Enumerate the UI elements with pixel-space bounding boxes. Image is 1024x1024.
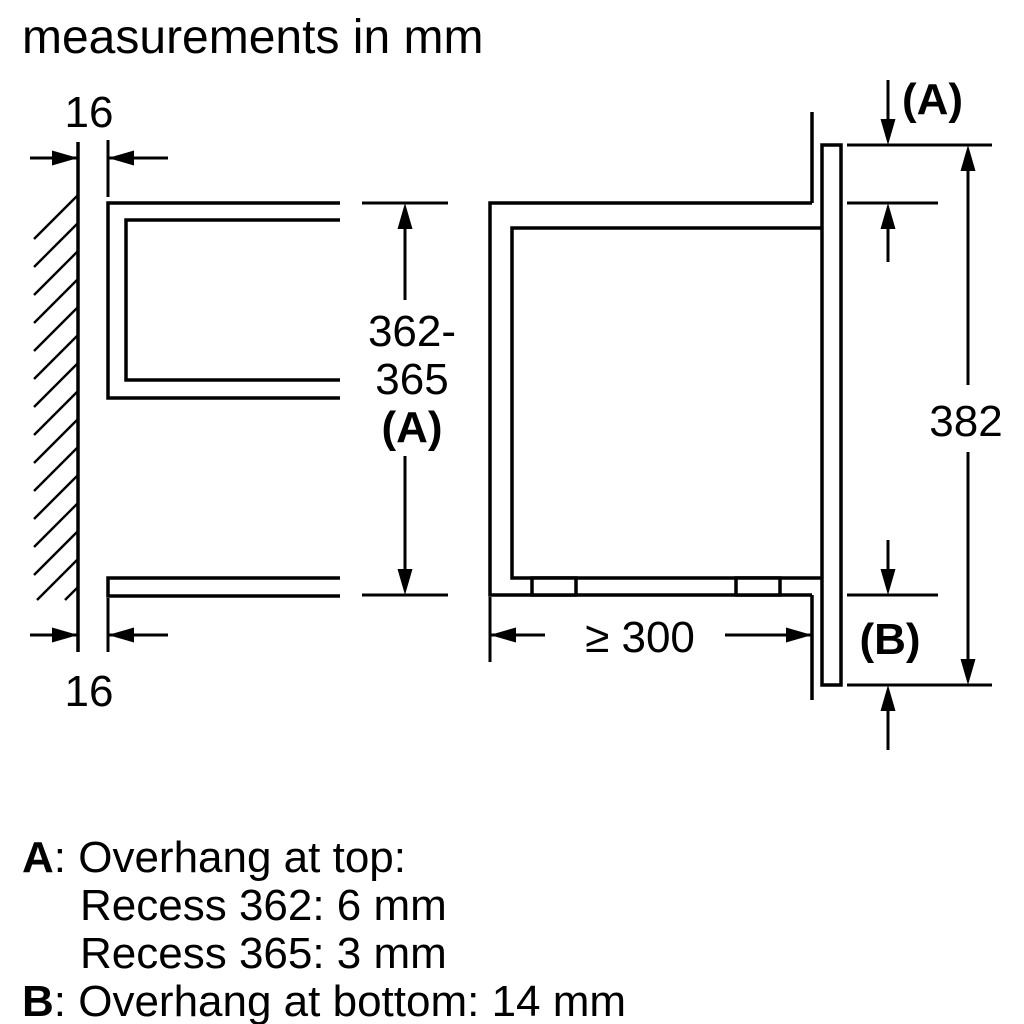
dim-label-wall-gap-top: 16	[65, 88, 114, 137]
legend-key-a: A	[22, 833, 54, 882]
dim-label-wall-gap-bottom: 16	[65, 667, 114, 716]
dim-label-niche-height-2: 365	[375, 355, 448, 404]
dim-overhang-top: (A)	[847, 75, 992, 262]
dim-niche-height: 362- 365 (A)	[362, 201, 456, 597]
dim-label-overhang-top: (A)	[902, 75, 963, 124]
dim-wall-gap-bottom: 16	[30, 598, 168, 716]
legend-key-b: B	[22, 977, 54, 1024]
legend-line-b: B: Overhang at bottom: 14 mm	[22, 978, 626, 1024]
legend-line-a-detail-1: Recess 362: 6 mm	[80, 881, 447, 930]
legend-line-a: A: Overhang at top:	[22, 834, 626, 882]
diagram-title: measurements in mm	[22, 11, 484, 64]
cabinet-section	[106, 201, 340, 598]
dim-label-front-height: 382	[929, 397, 1002, 446]
appliance-front-panel	[820, 143, 843, 687]
legend-text-a: : Overhang at top:	[53, 833, 406, 882]
dim-overhang-bottom: (B)	[847, 540, 938, 750]
appliance-foot-left	[530, 576, 578, 597]
appliance-foot-right	[734, 576, 782, 597]
dim-label-niche-depth: ≥ 300	[585, 613, 695, 662]
dim-label-overhang-bottom: (B)	[859, 615, 920, 664]
dim-label-niche-height-ref: (A)	[381, 403, 442, 452]
dim-wall-gap-top: 16	[30, 88, 168, 197]
dim-niche-depth: ≥ 300	[490, 613, 812, 662]
wall-section	[33, 142, 80, 652]
legend-text-b: : Overhang at bottom: 14 mm	[53, 977, 627, 1024]
dim-front-height: 382	[847, 145, 1003, 687]
legend: A: Overhang at top: Recess 362: 6 mm Rec…	[22, 834, 626, 1024]
legend-line-a-detail-2: Recess 365: 3 mm	[80, 929, 447, 978]
wall-hatching-icon	[33, 194, 79, 601]
niche-section	[488, 112, 814, 700]
appliance-section	[510, 143, 843, 687]
dim-label-niche-height-1: 362-	[368, 307, 456, 356]
